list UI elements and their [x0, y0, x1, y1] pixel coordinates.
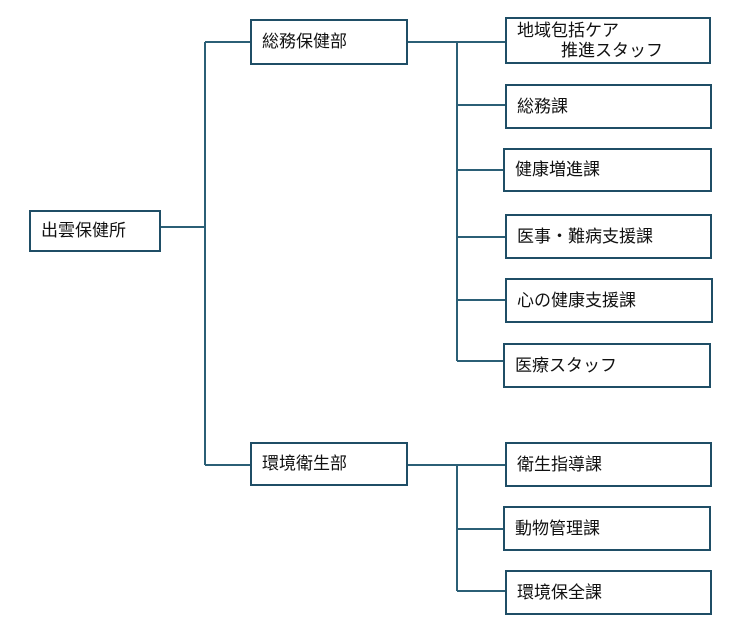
unit-label: 衛生指導課: [517, 454, 602, 475]
unit-node: 衛生指導課: [505, 442, 712, 487]
unit-label: 医事・難病支援課: [517, 226, 653, 247]
unit-label-line2: 推進スタッフ: [561, 40, 663, 61]
unit-label: 医療スタッフ: [515, 355, 617, 376]
unit-label: 心の健康支援課: [517, 290, 636, 311]
unit-node: 健康増進課: [503, 148, 712, 192]
department-node: 環境衛生部: [250, 442, 408, 486]
unit-node: 医療スタッフ: [503, 343, 711, 388]
root-node: 出雲保健所: [29, 210, 161, 252]
root-label: 出雲保健所: [41, 221, 126, 241]
unit-node: 地域包括ケア 推進スタッフ: [505, 17, 711, 64]
unit-node: 心の健康支援課: [505, 278, 713, 323]
unit-label: 動物管理課: [515, 518, 600, 539]
unit-label: 健康増進課: [515, 160, 600, 180]
unit-label: 環境保全課: [517, 582, 602, 603]
unit-node: 医事・難病支援課: [505, 214, 712, 259]
unit-label-line1: 地域包括ケア: [517, 20, 619, 41]
department-label: 総務保健部: [262, 32, 347, 52]
department-node: 総務保健部: [250, 19, 408, 65]
unit-node: 動物管理課: [503, 506, 711, 551]
unit-node: 環境保全課: [505, 570, 712, 615]
unit-node: 総務課: [505, 84, 712, 129]
department-label: 環境衛生部: [262, 454, 347, 474]
unit-label: 総務課: [517, 96, 568, 117]
